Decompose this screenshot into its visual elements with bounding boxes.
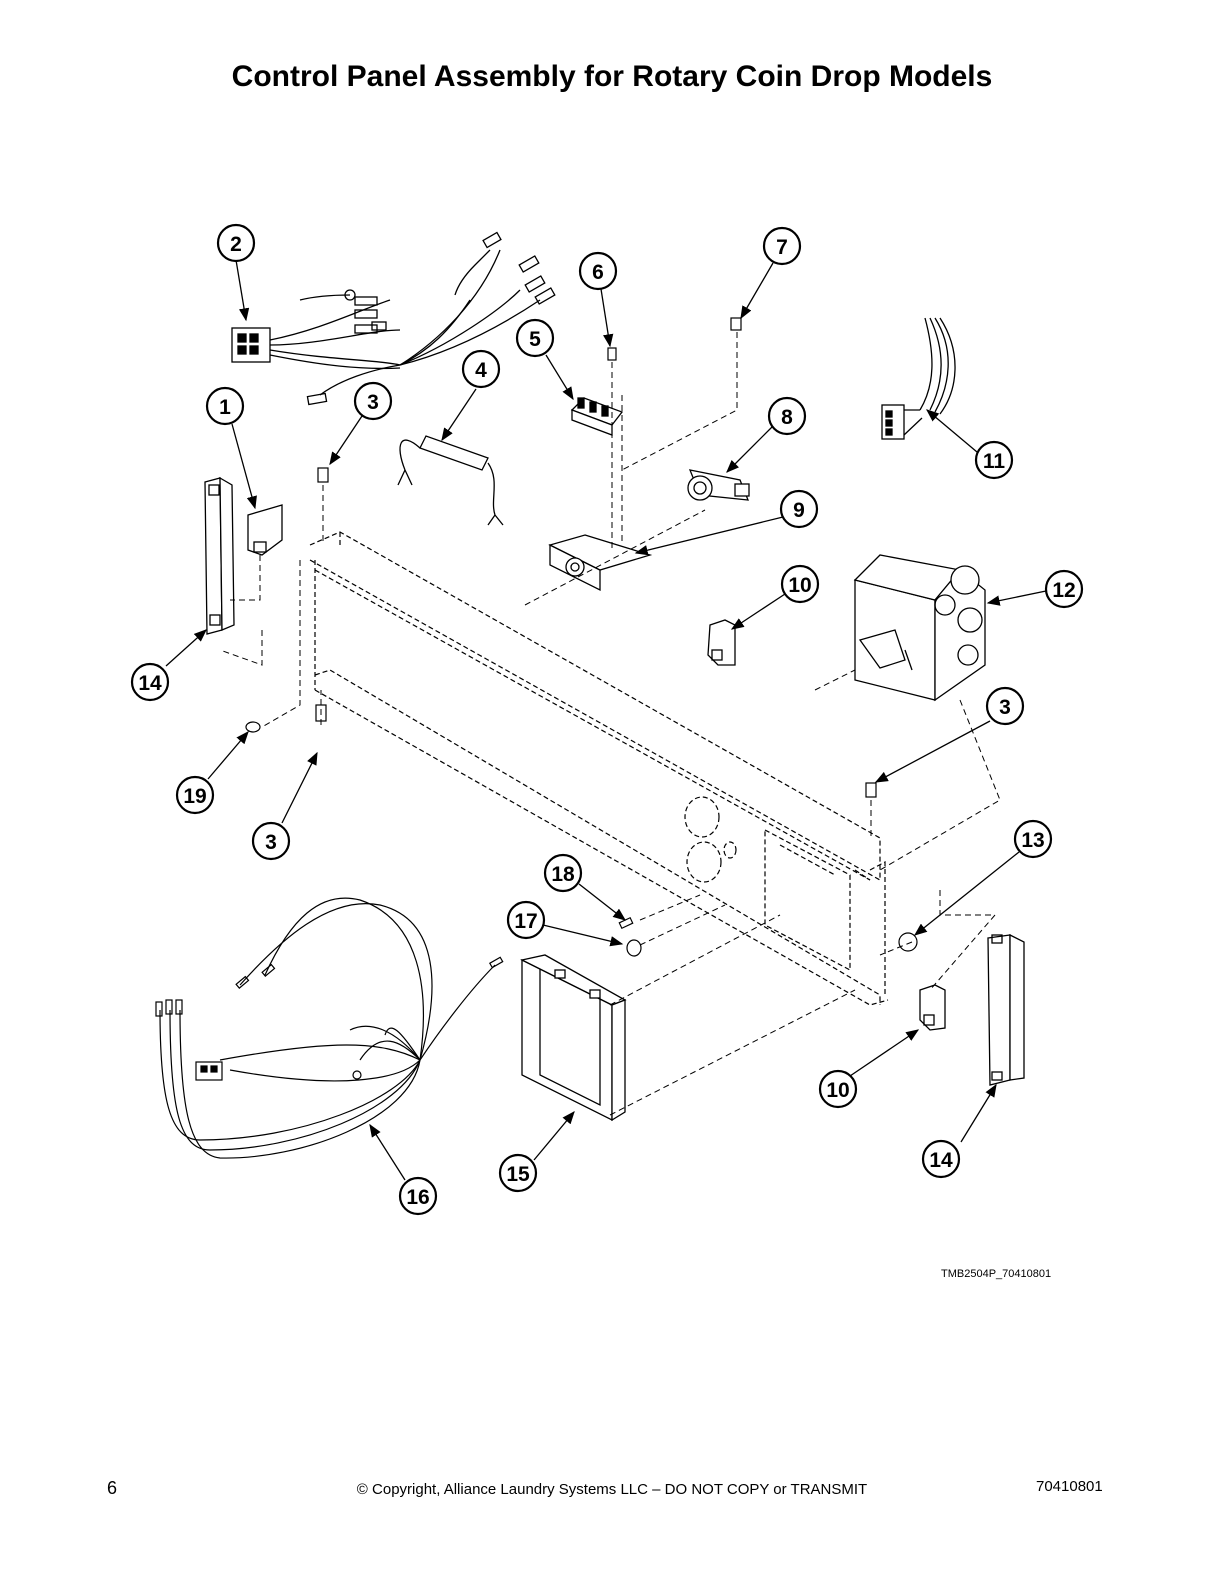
svg-text:15: 15 (506, 1163, 530, 1186)
page-title: Control Panel Assembly for Rotary Coin D… (231, 60, 993, 93)
callout-12: 12 (1044, 569, 1084, 609)
callout-3-right: 3 (985, 686, 1025, 726)
callout-19: 19 (175, 775, 215, 815)
wire-harness-upper (231, 231, 556, 406)
svg-text:3: 3 (367, 391, 379, 414)
svg-text:1: 1 (219, 396, 231, 419)
terminal-block (570, 397, 624, 436)
document-number: 70410801 (1036, 1478, 1103, 1495)
callout-3-top: 3 (353, 381, 393, 421)
svg-text:19: 19 (183, 785, 206, 808)
callout-5: 5 (515, 318, 555, 358)
svg-text:6: 6 (592, 261, 604, 284)
svg-text:17: 17 (514, 910, 537, 933)
drawing-number: TMB2504P_70410801 (941, 1268, 1052, 1280)
harness-connector-right (881, 317, 956, 440)
wire-harness-lower (155, 897, 504, 1159)
svg-text:10: 10 (788, 574, 811, 597)
callout-17: 17 (506, 900, 546, 940)
svg-text:10: 10 (826, 1079, 849, 1102)
mounting-bracket (548, 534, 653, 592)
svg-text:12: 12 (1052, 579, 1075, 602)
clip-upper (707, 619, 736, 666)
switch-component (687, 469, 750, 501)
svg-text:3: 3 (999, 696, 1011, 719)
control-panel-frame (309, 531, 889, 1006)
callout-10-upper: 10 (780, 564, 820, 604)
clip-lower (919, 984, 946, 1031)
svg-text:11: 11 (983, 450, 1006, 473)
svg-text:8: 8 (781, 406, 793, 429)
callout-14-right: 14 (921, 1139, 961, 1179)
end-cap-left (204, 476, 235, 635)
callout-1: 1 (205, 386, 245, 426)
callout-18: 18 (543, 853, 583, 893)
callout-10-lower: 10 (818, 1069, 858, 1109)
assembly-guide-lines (219, 332, 1001, 1116)
svg-text:4: 4 (475, 359, 487, 382)
callout-11: 11 (974, 440, 1014, 480)
svg-text:2: 2 (230, 233, 242, 256)
svg-text:9: 9 (793, 499, 805, 522)
copyright-notice: © Copyright, Alliance Laundry Systems LL… (356, 1481, 868, 1498)
svg-text:13: 13 (1021, 829, 1044, 852)
side-bracket-small (247, 504, 283, 556)
callout-15: 15 (498, 1153, 538, 1193)
filter-component (397, 435, 504, 526)
svg-text:14: 14 (929, 1149, 953, 1172)
callout-16: 16 (398, 1176, 438, 1216)
leader-lines (165, 259, 1047, 1181)
svg-text:18: 18 (551, 863, 575, 886)
callout-9: 9 (779, 489, 819, 529)
end-cap-right (987, 933, 1025, 1086)
callout-2: 2 (216, 223, 256, 263)
svg-text:14: 14 (138, 672, 162, 695)
bezel-frame (520, 954, 627, 1122)
callout-14-left: 14 (130, 662, 170, 702)
svg-text:16: 16 (406, 1186, 429, 1209)
callout-13: 13 (1013, 819, 1053, 859)
page-number: 6 (107, 1478, 118, 1498)
callout-4: 4 (461, 349, 501, 389)
svg-text:7: 7 (776, 236, 788, 259)
svg-text:3: 3 (265, 831, 277, 854)
callout-8: 8 (767, 396, 807, 436)
svg-text:5: 5 (529, 328, 541, 351)
coin-drop-mechanism (853, 554, 986, 702)
callout-3-bottom: 3 (251, 821, 291, 861)
callout-6: 6 (578, 251, 618, 291)
callout-7: 7 (762, 226, 802, 266)
